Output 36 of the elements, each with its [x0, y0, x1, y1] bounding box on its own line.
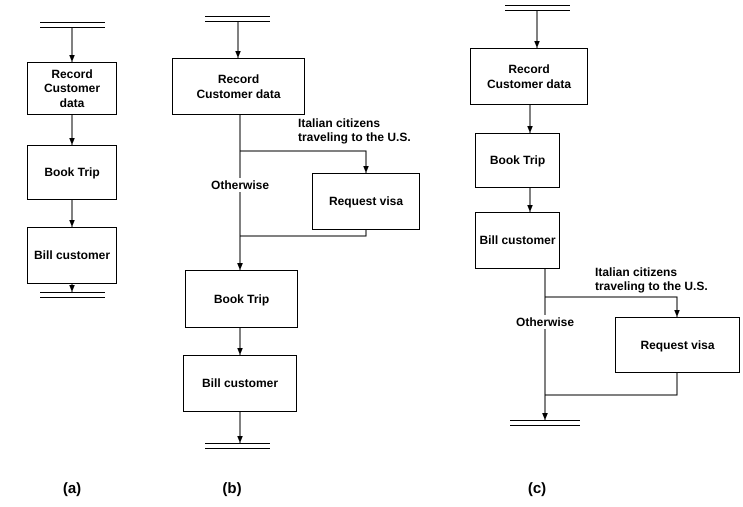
- activity-box: Book Trip: [27, 145, 117, 200]
- activity-box: Record Customer data: [470, 48, 588, 105]
- arrow: [237, 328, 243, 356]
- arrow: [527, 188, 533, 212]
- arrow: [69, 200, 75, 228]
- activity-box: Record Customer data: [27, 62, 117, 115]
- activity-box: Bill customer: [183, 355, 297, 412]
- edge-label: Italian citizens traveling to the U.S.: [594, 265, 709, 294]
- arrow: [69, 114, 75, 146]
- activity-box: Request visa: [615, 317, 740, 373]
- panel-label: (a): [62, 480, 82, 497]
- arrow: [69, 28, 75, 62]
- arrow: [534, 10, 540, 48]
- edge-label: Italian citizens traveling to the U.S.: [297, 116, 412, 145]
- panel-label: (c): [528, 480, 546, 497]
- edge-label: Otherwise: [514, 315, 576, 330]
- activity-box: Bill customer: [27, 227, 117, 284]
- activity-box: Book Trip: [185, 270, 298, 328]
- panel-label: (b): [222, 480, 242, 497]
- activity-box: Bill customer: [475, 212, 560, 269]
- sync-bar: [510, 420, 580, 426]
- arrow: [235, 22, 241, 58]
- arrow: [237, 412, 243, 444]
- arrow: [542, 372, 678, 420]
- sync-bar: [40, 292, 105, 298]
- activity-box: Book Trip: [475, 133, 560, 188]
- arrow: [69, 284, 75, 292]
- arrow: [237, 230, 366, 270]
- sync-bar: [205, 443, 270, 449]
- sync-bar: [40, 22, 105, 28]
- edge-label: Otherwise: [210, 178, 270, 192]
- activity-box: Request visa: [312, 173, 420, 230]
- sync-bar: [505, 5, 570, 11]
- arrow: [527, 104, 533, 134]
- activity-box: Record Customer data: [172, 58, 305, 115]
- sync-bar: [205, 16, 270, 22]
